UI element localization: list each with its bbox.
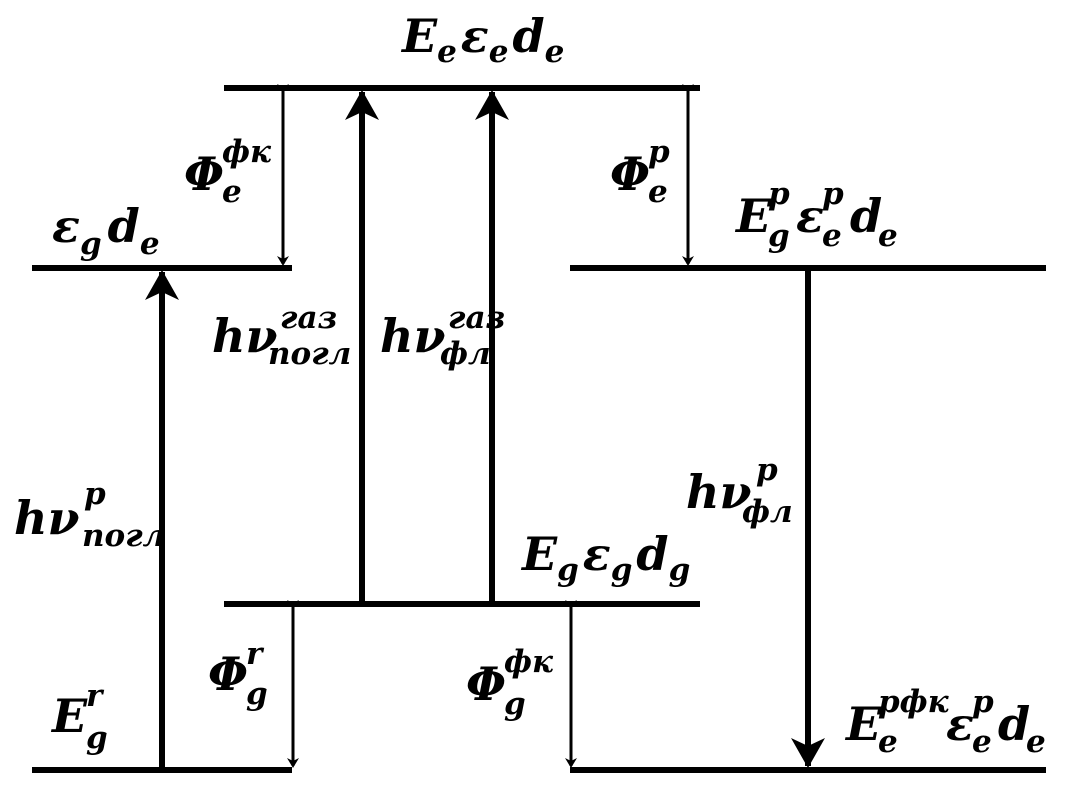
svg-text:r: r bbox=[246, 636, 265, 672]
svg-text:pфк: pфк bbox=[878, 684, 950, 720]
svg-text:фк: фк bbox=[504, 644, 554, 680]
svg-text:Φ: Φ bbox=[610, 147, 650, 201]
svg-text:g: g bbox=[246, 676, 268, 712]
svg-text:e: e bbox=[822, 218, 842, 254]
svg-text:r: r bbox=[86, 678, 105, 714]
svg-text:p: p bbox=[972, 684, 994, 720]
label-top-level: Eeεede bbox=[400, 9, 564, 70]
svg-text:фл: фл bbox=[440, 336, 491, 372]
svg-text:hν: hν bbox=[380, 309, 445, 363]
svg-text:p: p bbox=[822, 176, 844, 212]
svg-text:Φ: Φ bbox=[184, 147, 224, 201]
svg-text:g: g bbox=[504, 686, 526, 722]
label-phi-g-r: Φ r g bbox=[208, 636, 268, 712]
svg-text:hν: hν bbox=[686, 465, 751, 519]
label-hv-absorption-gas: hν газ погл bbox=[212, 300, 351, 372]
label-phi-g-fk: Φ фк g bbox=[466, 644, 554, 722]
svg-text:газ: газ bbox=[280, 300, 337, 336]
svg-text:ε: ε bbox=[796, 189, 824, 243]
svg-text:e: e bbox=[972, 724, 992, 760]
svg-text:газ: газ bbox=[448, 300, 505, 336]
svg-text:p: p bbox=[768, 176, 790, 212]
label-bottom-left-level: E r g bbox=[50, 678, 108, 756]
svg-text:e: e bbox=[1026, 724, 1046, 760]
svg-text:погл: погл bbox=[268, 336, 351, 372]
svg-text:hν: hν bbox=[212, 309, 277, 363]
label-phi-e-p: Φ p e bbox=[610, 134, 670, 210]
label-hv-fluorescence-gas: hν газ фл bbox=[380, 300, 505, 372]
svg-text:E: E bbox=[50, 689, 88, 743]
svg-text:d: d bbox=[850, 189, 882, 243]
svg-text:фк: фк bbox=[222, 134, 272, 170]
svg-text:E: E bbox=[844, 697, 882, 751]
svg-text:p: p bbox=[648, 134, 670, 170]
svg-text:p: p bbox=[756, 452, 778, 488]
svg-text:Φ: Φ bbox=[208, 647, 248, 701]
svg-text:e: e bbox=[222, 174, 242, 210]
svg-text:hν: hν bbox=[14, 491, 79, 545]
svg-text:фл: фл bbox=[742, 494, 793, 530]
label-phi-e-fk: Φ фк e bbox=[184, 134, 272, 210]
svg-text:p: p bbox=[84, 476, 106, 512]
svg-text:g: g bbox=[768, 218, 790, 254]
svg-text:d: d bbox=[998, 697, 1030, 751]
svg-text:E: E bbox=[734, 189, 772, 243]
svg-text:ε: ε bbox=[946, 697, 974, 751]
svg-text:e: e bbox=[648, 174, 668, 210]
svg-text:e: e bbox=[878, 218, 898, 254]
label-mid-level: Egεgdg bbox=[520, 527, 690, 588]
svg-text:g: g bbox=[86, 720, 108, 756]
label-hv-fluorescence-p: hν p фл bbox=[686, 452, 793, 530]
svg-text:Φ: Φ bbox=[466, 657, 506, 711]
label-hv-absorption-p: hν p погл bbox=[14, 476, 165, 554]
svg-text:погл: погл bbox=[82, 518, 165, 554]
label-right-upper-level: E p g ε p e d e bbox=[734, 176, 898, 254]
label-bottom-right-level: E pфк e ε p e d e bbox=[844, 684, 1046, 760]
svg-text:e: e bbox=[878, 724, 898, 760]
